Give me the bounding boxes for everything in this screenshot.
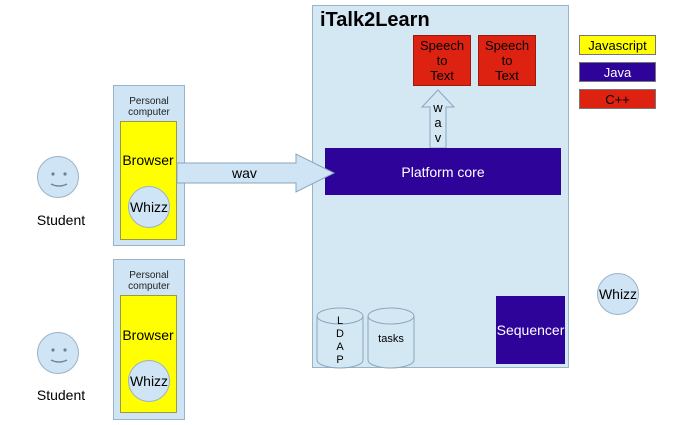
speech-to-text-box-1: Speech to Text <box>413 35 471 86</box>
student-face-1 <box>37 156 79 198</box>
speech-to-text-box-2: Speech to Text <box>478 35 536 86</box>
wav-arrow-letter-v: v <box>434 130 442 145</box>
ldap-letter-l: L <box>336 315 344 327</box>
browser-label-1: Browser <box>122 152 174 168</box>
tasks-database-icon <box>367 307 415 369</box>
ldap-letter-d: D <box>336 328 344 340</box>
smiley-face-icon <box>50 348 68 363</box>
browser-label-2: Browser <box>122 327 174 343</box>
wav-arrow-label: wav <box>232 165 257 181</box>
sequencer-box: Sequencer <box>496 296 565 364</box>
ldap-database-icon <box>316 307 364 369</box>
whizz-circle-1: Whizz <box>128 186 170 228</box>
whizz-circle-2: Whizz <box>128 360 170 402</box>
legend-cpp: C++ <box>579 89 656 109</box>
legend-java: Java <box>579 62 656 82</box>
smiley-face-icon <box>50 172 68 187</box>
student-label-1: Student <box>36 212 86 228</box>
legend-javascript: Javascript <box>579 35 656 55</box>
wav-arrow-letter-w: w <box>433 100 443 115</box>
wav-arrow-letter-a: a <box>434 115 442 130</box>
student-label-2: Student <box>36 387 86 403</box>
personal-computer-label-1: Personal computer <box>128 96 170 118</box>
tasks-database-label: tasks <box>378 333 404 345</box>
platform-title: iTalk2Learn <box>320 9 430 31</box>
ldap-letter-p: P <box>336 354 344 366</box>
platform-core-box: Platform core <box>325 148 561 195</box>
external-whizz-circle: Whizz <box>597 273 639 315</box>
ldap-letter-a: A <box>336 341 344 353</box>
personal-computer-label-2: Personal computer <box>128 270 170 292</box>
student-face-2 <box>37 332 79 374</box>
